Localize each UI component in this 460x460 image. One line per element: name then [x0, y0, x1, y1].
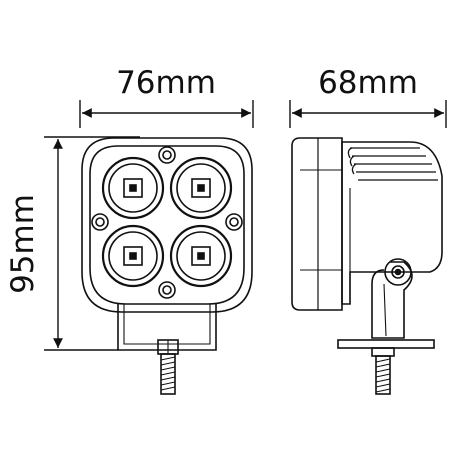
front-bolt-shaft: [160, 353, 176, 395]
front-screw-bottom: [158, 281, 176, 299]
depth-dimension: [289, 100, 447, 128]
led-lens-top-right: [169, 156, 233, 220]
lamp-side-view: [291, 137, 443, 395]
front-screw-left: [91, 213, 109, 231]
width-dimension: [79, 100, 254, 128]
led-lens-bottom-right: [169, 224, 233, 288]
led-lens-bottom-left: [101, 224, 165, 288]
side-base-plate: [337, 339, 435, 349]
led-lens-top-left: [101, 156, 165, 220]
side-bezel: [291, 137, 343, 311]
width-label: 76mm: [116, 65, 216, 101]
side-bolt-shaft: [375, 355, 391, 395]
front-bracket-inner: [123, 304, 211, 345]
front-housing-inner: [89, 145, 245, 305]
side-bolt-nut: [371, 347, 395, 357]
front-bracket: [117, 304, 217, 351]
height-label: 95mm: [5, 194, 41, 294]
side-body: [341, 141, 443, 305]
side-bracket-knob: [384, 258, 412, 286]
height-dimension: [44, 136, 140, 351]
side-cooling-fins: [347, 147, 438, 181]
lamp-front-view: [81, 137, 253, 395]
front-housing-outer: [81, 137, 253, 313]
front-screw-right: [225, 213, 243, 231]
front-screw-top: [158, 146, 176, 164]
depth-label: 68mm: [318, 65, 418, 101]
